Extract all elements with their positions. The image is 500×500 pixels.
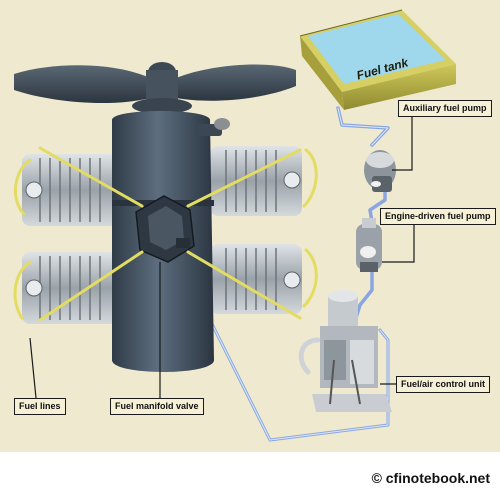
auxiliary-fuel-pump-label: Auxiliary fuel pump: [398, 100, 492, 117]
fuel-air-control-unit-label: Fuel/air control unit: [396, 376, 490, 393]
cylinder-left-lower: [22, 252, 118, 324]
copyright-credit: © cfinotebook.net: [372, 470, 490, 486]
cylinder-right-lower: [210, 244, 302, 314]
fuel-lines-label: Fuel lines: [14, 398, 66, 415]
engine-driven-fuel-pump: [356, 218, 382, 272]
fuel-manifold-valve-label: Fuel manifold valve: [110, 398, 204, 415]
engine-driven-fuel-pump-label: Engine-driven fuel pump: [380, 208, 496, 225]
